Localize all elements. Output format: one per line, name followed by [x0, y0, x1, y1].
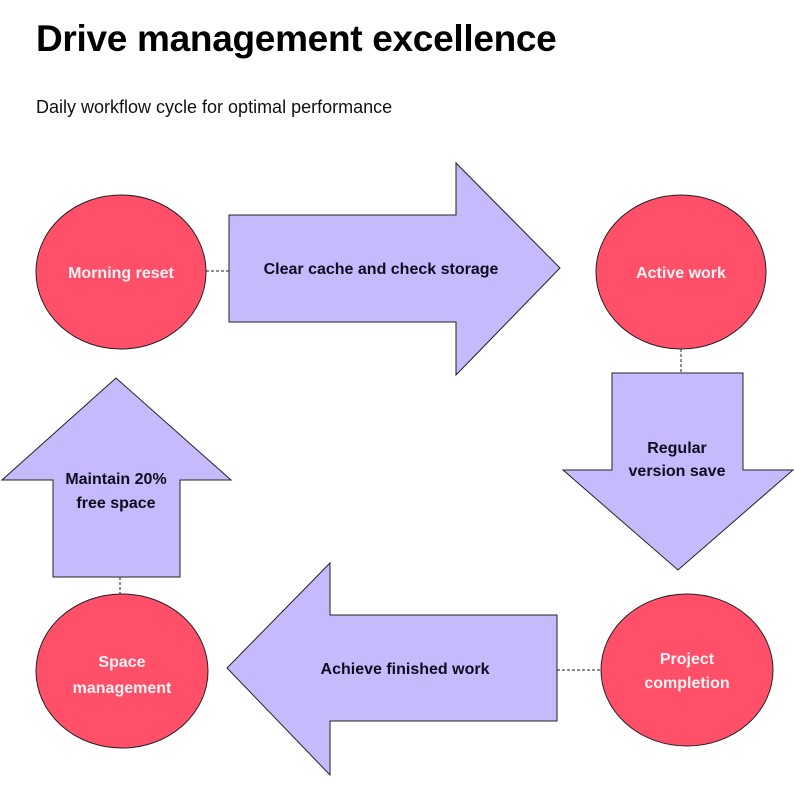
- label-space-management-1: Space: [98, 654, 145, 671]
- arrow-left-achieve: [226, 561, 558, 777]
- label-version-save-1: Regular: [647, 440, 707, 457]
- label-free-space-1: Maintain 20%: [65, 471, 166, 488]
- label-space-management-2: management: [73, 680, 172, 697]
- label-project-completion-2: completion: [644, 675, 729, 692]
- label-version-save-2: version save: [629, 463, 726, 480]
- label-clear-cache: Clear cache and check storage: [264, 261, 499, 278]
- label-achieve: Achieve finished work: [321, 661, 490, 678]
- node-space-management: [35, 593, 209, 749]
- label-active-work: Active work: [636, 265, 726, 282]
- arrow-right-clear-cache: [228, 161, 561, 377]
- label-morning-reset: Morning reset: [68, 265, 174, 282]
- page-title: Drive management excellence: [36, 18, 557, 59]
- node-active-work: [595, 194, 767, 350]
- label-free-space-2: free space: [76, 495, 155, 512]
- arrow-up-free-space: [0, 377, 233, 578]
- page-subtitle: Daily workflow cycle for optimal perform…: [36, 97, 393, 117]
- label-project-completion-1: Project: [660, 651, 715, 668]
- node-project-completion: [600, 593, 774, 747]
- node-morning-reset: [35, 194, 207, 350]
- arrow-down-version-save: [561, 372, 794, 571]
